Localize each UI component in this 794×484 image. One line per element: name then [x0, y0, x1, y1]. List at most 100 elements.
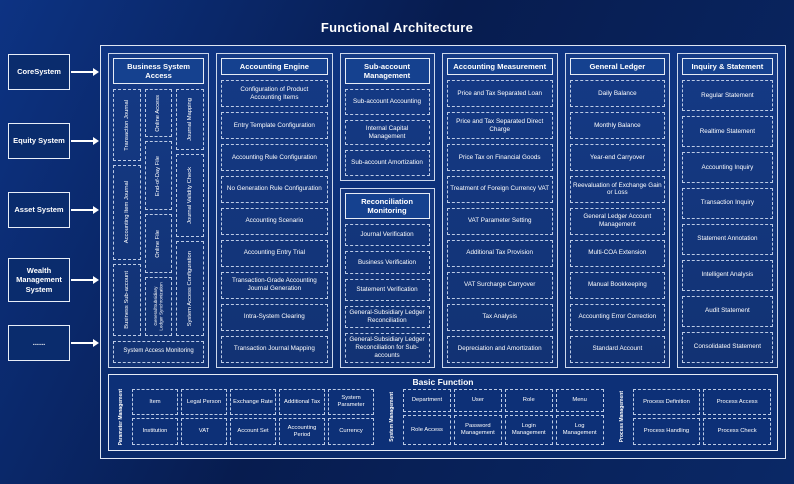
column-subaccount-reconciliation: Sub-account Management Sub-account Accou… — [339, 53, 435, 368]
module-label: Regular Statement — [701, 91, 754, 99]
module-label: System Parameter — [337, 395, 365, 408]
module-box: Accounting Scenario — [221, 207, 328, 235]
module-box: Daily Balance — [569, 80, 665, 108]
group-process-management: Process Management Process Definition Pr… — [616, 388, 771, 445]
system-label: Wealth Management System — [16, 265, 62, 294]
module-label: Journal Verification — [360, 231, 414, 239]
module-box: Tax Analysis — [446, 303, 553, 331]
module-box: Institution — [132, 418, 178, 445]
module-label: Transaction Journal Mapping — [233, 345, 315, 353]
module-box: Manual Bookkeeping — [569, 271, 665, 299]
module-box: No Generation Rule Configuration — [221, 175, 328, 203]
module-box: Treatment of Foreign Currency VAT — [446, 175, 553, 203]
module-label: Monthly Balance — [594, 121, 641, 129]
module-box: Business Sub-account — [113, 263, 141, 336]
module-box: Login Management — [504, 414, 553, 445]
group-parameter-management: Parameter Management Item Legal Person E… — [115, 388, 374, 445]
module-label: User — [471, 396, 484, 403]
module-label: Price and Tax Separated Direct Charge — [456, 117, 544, 133]
column-general-ledger: General Ledger Daily Balance Monthly Bal… — [564, 53, 670, 368]
group-label: Parameter Management — [115, 389, 129, 445]
module-label: VAT Parameter Setting — [467, 217, 532, 225]
module-list: Sub-account Accounting Internal Capital … — [344, 89, 430, 176]
module-box: Multi-COA Extension — [569, 239, 665, 267]
module-label: General-Subsidiary Ledger Reconciliation… — [349, 336, 425, 359]
module-box: System Access Monitoring — [113, 340, 205, 363]
module-box: Transaction Journal Mapping — [221, 335, 328, 363]
module-box: Journal Mapping — [176, 89, 205, 150]
module-box: Entry Template Configuration — [221, 112, 328, 139]
module-label: Statement Annotation — [697, 235, 758, 243]
bsa-subcolumn-1: Transaction Journal Accounting Item Jour… — [113, 89, 141, 336]
basic-function-groups: Parameter Management Item Legal Person E… — [115, 388, 771, 445]
group-system-management: System Management Department User Role M… — [386, 388, 604, 445]
module-label: VAT Surcharge Carryover — [463, 281, 536, 289]
module-box: Process Definition — [632, 388, 701, 416]
module-box: Account Set — [230, 418, 276, 445]
module-box: Reevaluation of Exchange Gain or Loss — [569, 175, 665, 203]
module-box: Department — [403, 388, 451, 412]
left-system-ellipsis: ...... — [8, 325, 70, 361]
bsa-subcolumn-3: Journal Mapping Journal Validity Check S… — [176, 89, 205, 336]
module-label: Process Definition — [643, 398, 690, 405]
module-label: Additional Tax — [284, 398, 320, 405]
module-label: VAT — [198, 428, 210, 435]
module-label: Currency — [339, 428, 363, 435]
module-label: Business Sub-account — [123, 270, 130, 329]
module-box: Password Management — [453, 414, 502, 445]
group-label-text: Parameter Management — [118, 388, 125, 445]
module-box: General-Subsidiary Ledger Reconciliation — [344, 305, 430, 328]
module-box: Journal Verification — [344, 224, 430, 247]
system-label: Equity System — [13, 136, 65, 146]
module-box: Legal Person — [181, 388, 227, 416]
module-box: Currency — [328, 418, 374, 445]
module-box: System Parameter — [328, 388, 374, 416]
module-box: General Ledger Account Management — [569, 207, 665, 235]
module-label: Sub-account Amortization — [351, 159, 423, 167]
module-label: Business Verification — [357, 258, 417, 266]
column-header: Business System Access — [113, 58, 205, 85]
module-label: Accounting Item Journal — [123, 181, 130, 244]
panel-reconciliation-monitoring: Reconciliation Monitoring Journal Verifi… — [339, 187, 435, 368]
module-box: Accounting Rule Configuration — [221, 143, 328, 171]
module-label: Treatment of Foreign Currency VAT — [450, 185, 550, 193]
module-label: Department — [411, 396, 443, 403]
module-label: Process Access — [716, 398, 758, 405]
module-label: System Access Monitoring — [123, 347, 194, 354]
module-label: Depreciation and Amortization — [457, 345, 542, 353]
module-label: Transaction Inquiry — [700, 199, 755, 207]
module-label: Role — [522, 396, 535, 403]
arrow-icon — [71, 68, 99, 76]
module-label: Log Management — [562, 423, 597, 436]
column-accounting-measurement: Accounting Measurement Price and Tax Sep… — [441, 53, 558, 368]
module-box: Regular Statement — [681, 80, 773, 112]
module-box: Business Verification — [344, 251, 430, 274]
module-box: End-of-Day File — [144, 140, 173, 211]
system-label: CoreSystem — [17, 67, 61, 77]
columns-row: Business System Access Transaction Journ… — [108, 53, 778, 368]
module-label: Accounting Rule Configuration — [231, 153, 317, 161]
module-box: Process Handling — [632, 418, 701, 445]
module-label: Standard Account — [592, 345, 643, 353]
module-label: Price and Tax Separated Loan — [457, 89, 542, 97]
panel-subaccount-management: Sub-account Management Sub-account Accou… — [339, 53, 435, 181]
group-label-text: Process Management — [618, 391, 625, 443]
module-box: Exchange Rate — [230, 388, 276, 416]
module-box: General/Subsidiary Ledger Synchronizatio… — [144, 277, 173, 336]
module-box: Consolidated Statement — [681, 331, 773, 363]
module-box: Journal Validity Check — [176, 153, 205, 238]
module-label: Entry Template Configuration — [233, 121, 315, 129]
module-label: Menu — [572, 396, 587, 403]
module-label: Multi-COA Extension — [588, 249, 647, 257]
module-label: Reevaluation of Exchange Gain or Loss — [573, 181, 662, 197]
column-header: Inquiry & Statement — [681, 58, 773, 76]
group-grid: Department User Role Menu Role Access Pa… — [403, 388, 604, 445]
module-label: Accounting Entry Trial — [243, 249, 305, 257]
module-label: End-of-Day File — [155, 155, 162, 196]
column-header: General Ledger — [569, 58, 665, 76]
module-box: Accounting Period — [279, 418, 325, 445]
module-label: General-Subsidiary Ledger Reconciliation — [349, 309, 425, 324]
module-label: Institution — [142, 428, 168, 435]
module-label: Journal Validity Check — [186, 166, 193, 224]
module-box: Item — [132, 388, 178, 416]
